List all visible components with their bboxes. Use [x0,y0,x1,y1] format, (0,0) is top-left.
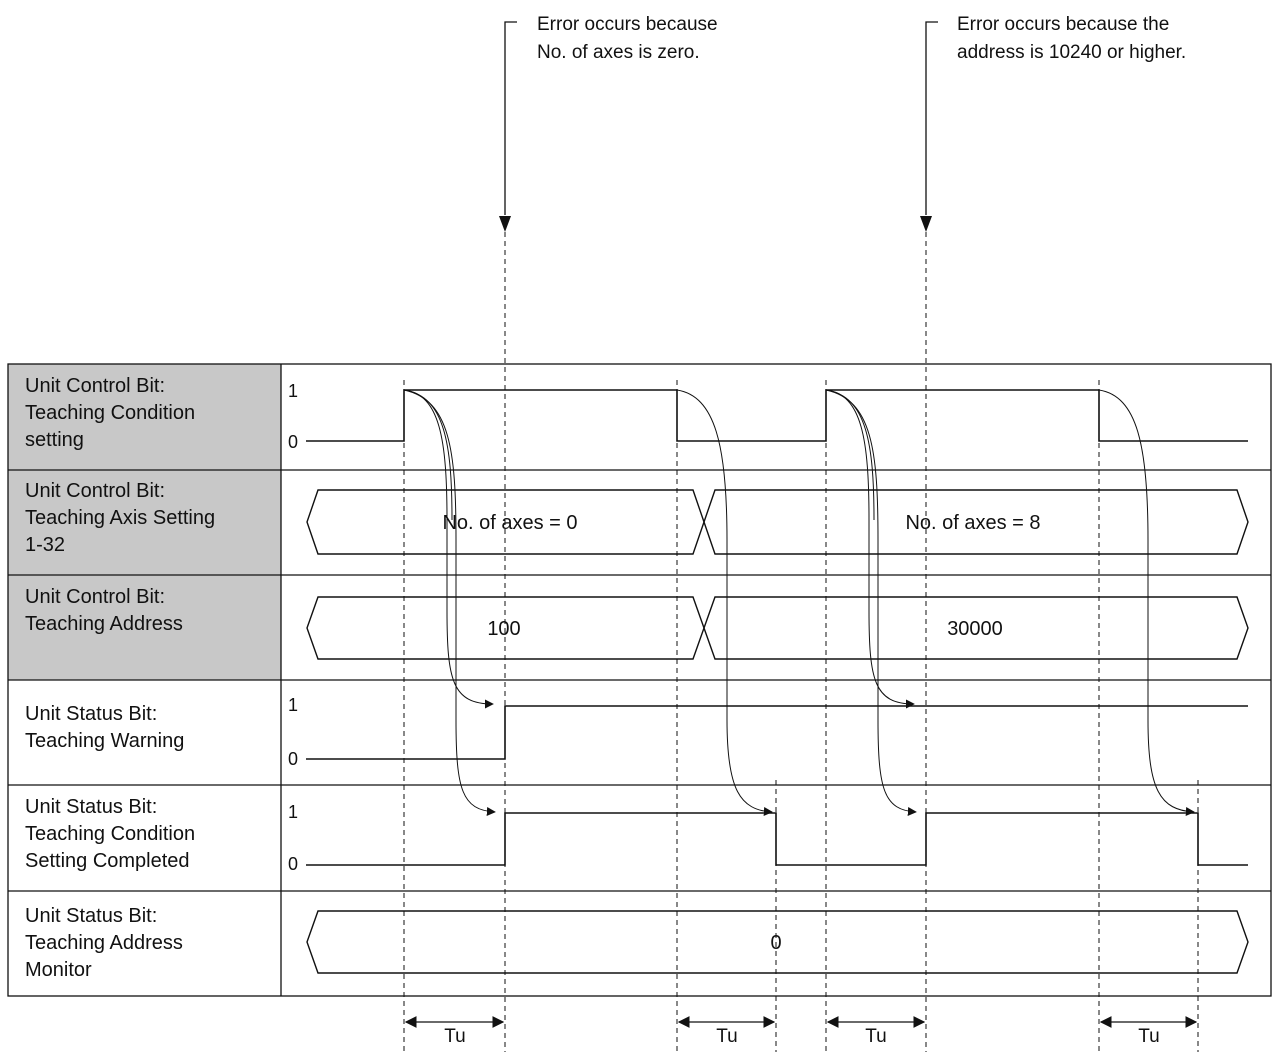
bus-value-axes-8: No. of axes = 8 [905,512,1040,534]
row-label-address-monitor: Unit Status Bit: [25,905,157,927]
down-arrow-icon [499,216,511,232]
level-high-label: 1 [288,802,298,822]
tu-label: Tu [865,1026,886,1047]
level-low-label: 0 [288,432,298,452]
level-low-label: 0 [288,854,298,874]
tu-label: Tu [444,1026,465,1047]
bus-value-axes-0: No. of axes = 0 [442,512,577,534]
row-label-condition-completed: Teaching Condition [25,823,195,845]
annotation-line: address is 10240 or higher. [957,42,1186,63]
bus-value-address-30000: 30000 [947,618,1003,640]
bus-value-monitor-0: 0 [770,932,781,954]
tu-label: Tu [1138,1026,1159,1047]
annotation-line: Error occurs because the [957,14,1169,35]
row-label-axis-setting: Unit Control Bit: [25,480,165,502]
waveform-condition-completed [306,812,1248,866]
shaded-label-cells [8,364,281,680]
level-low-label: 0 [288,749,298,769]
row-labels: Unit Control Bit: Teaching Condition set… [25,375,215,981]
row-label-teaching-address: Unit Control Bit: [25,586,165,608]
row-label-address-monitor: Teaching Address [25,932,183,954]
waveform-teaching-warning [306,705,1248,760]
waveform-condition-setting [306,389,1248,442]
annotation-line: No. of axes is zero. [537,42,700,63]
row-label-address-monitor: Monitor [25,959,92,981]
row-label-condition-completed: Unit Status Bit: [25,796,157,818]
annotation-axes-zero: Error occurs because No. of axes is zero… [499,14,718,232]
label-column [8,364,281,680]
row-label-condition-setting: setting [25,429,84,451]
bus-teaching-address [306,596,1249,660]
down-arrow-icon [920,216,932,232]
table-frame [7,363,1272,997]
bus-address-monitor [306,910,1249,974]
annotation-address-high: Error occurs because the address is 1024… [920,14,1186,232]
time-markers [403,232,1199,1052]
row-label-teaching-address: Teaching Address [25,613,183,635]
row-label-axis-setting: 1-32 [25,534,65,556]
row-label-condition-setting: Unit Control Bit: [25,375,165,397]
row-label-condition-completed: Setting Completed [25,850,190,872]
row-label-teaching-warning: Teaching Warning [25,730,184,752]
bus-value-address-100: 100 [487,618,520,640]
level-high-label: 1 [288,381,298,401]
bus-axis-setting [306,489,1249,555]
row-label-teaching-warning: Unit Status Bit: [25,703,157,725]
level-high-label: 1 [288,695,298,715]
causal-curves [403,389,1195,817]
level-markers: 1 0 1 0 1 0 [288,381,298,874]
tu-label: Tu [716,1026,737,1047]
row-label-axis-setting: Teaching Axis Setting [25,507,215,529]
row-label-condition-setting: Teaching Condition [25,402,195,424]
annotation-line: Error occurs because [537,14,718,35]
